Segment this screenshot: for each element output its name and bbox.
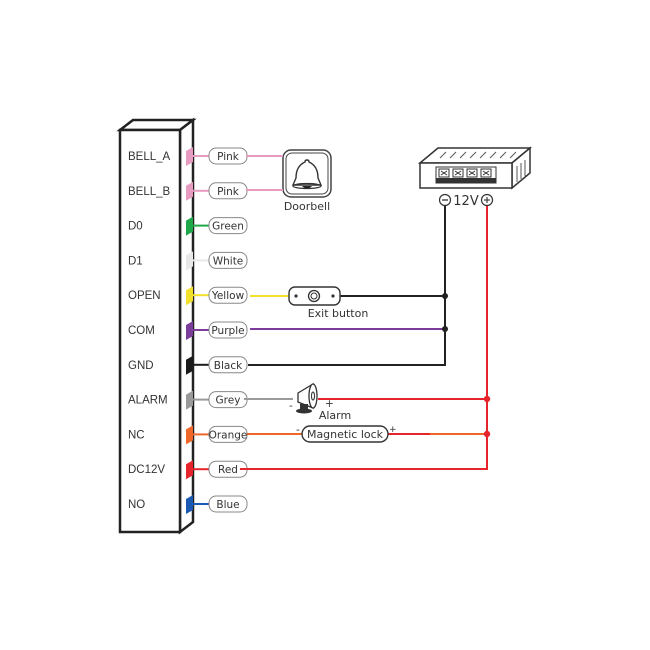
wire-color-swatch <box>186 495 193 514</box>
wire-color-tag <box>208 321 248 339</box>
terminal-row: ALARM Grey <box>128 390 248 410</box>
terminal-name: OPEN <box>128 290 161 302</box>
wire-color-swatch <box>186 286 193 306</box>
terminal-row: OPEN Yellow <box>128 286 248 306</box>
terminal-row: DC12V Red <box>128 460 248 480</box>
maglock-plus-label: + <box>389 425 397 435</box>
wire-color-label: Pink <box>217 151 240 163</box>
wire-color-swatch <box>186 460 193 480</box>
power-voltage-label: 12V <box>453 194 479 209</box>
power-supply-icon <box>417 146 533 190</box>
wire-color-label: Blue <box>216 499 239 511</box>
wire-color-swatch <box>186 321 193 340</box>
terminal-name: BELL_B <box>128 186 171 198</box>
wire-color-label: Black <box>214 360 243 372</box>
wire-color-tag <box>208 217 248 235</box>
wire-color-swatch <box>186 355 193 375</box>
wire-color-swatch <box>186 181 193 201</box>
wire-color-label: Purple <box>211 325 244 337</box>
alarm-plus-label: + <box>325 398 334 410</box>
wire-color-label: Pink <box>217 186 240 198</box>
wire-color-label: Grey <box>216 395 241 407</box>
alarm-label: Alarm <box>319 409 351 422</box>
doorbell-icon <box>282 149 332 198</box>
terminal-name: ALARM <box>128 395 168 407</box>
terminal-name: NC <box>128 429 145 441</box>
wire-color-swatch <box>186 251 193 271</box>
alarm-minus-label: - <box>289 400 293 412</box>
terminal-row: NC Orange <box>128 425 248 445</box>
terminal-row: D0 Green <box>128 216 248 236</box>
wire-color-tag <box>208 251 248 269</box>
wire-color-swatch <box>186 425 193 445</box>
alarm-siren-icon <box>296 382 318 414</box>
terminal-name: NO <box>128 499 145 511</box>
exit-button-icon <box>288 286 341 306</box>
wire-color-tag <box>208 495 248 513</box>
wire-color-tag <box>208 286 248 304</box>
terminal-row: BELL_B Pink <box>128 181 248 201</box>
exit-button-label: Exit button <box>308 307 369 320</box>
terminal-name: BELL_A <box>128 151 171 163</box>
terminal-name: COM <box>128 325 155 337</box>
terminal-row: BELL_A Pink <box>128 147 248 166</box>
wire-color-swatch <box>186 390 193 410</box>
junction-dots <box>442 293 491 438</box>
terminal-name: GND <box>128 360 154 372</box>
terminal-row: GND Black <box>128 355 248 375</box>
terminal-name: DC12V <box>128 464 165 476</box>
wire-color-label: Red <box>218 464 238 476</box>
wire-color-label: Orange <box>209 429 248 441</box>
terminal-row: D1 White <box>128 251 248 271</box>
terminal-name: D1 <box>128 255 143 267</box>
terminal-name: D0 <box>128 221 143 233</box>
wire-color-label: White <box>213 255 244 267</box>
wire-color-label: Yellow <box>211 290 245 302</box>
maglock-minus-label: - <box>296 424 300 436</box>
terminal-row: NO Blue <box>128 495 248 514</box>
doorbell-label: Doorbell <box>284 200 330 213</box>
wire-color-swatch <box>186 147 193 166</box>
terminal-row: COM Purple <box>128 321 248 340</box>
wire-color-tag <box>208 356 248 374</box>
wire-color-swatch <box>186 216 193 236</box>
magnetic-lock-label: Magnetic lock <box>307 428 384 441</box>
wire-color-label: Green <box>212 221 244 233</box>
wires <box>240 155 488 470</box>
magnetic-lock-icon <box>301 425 389 443</box>
